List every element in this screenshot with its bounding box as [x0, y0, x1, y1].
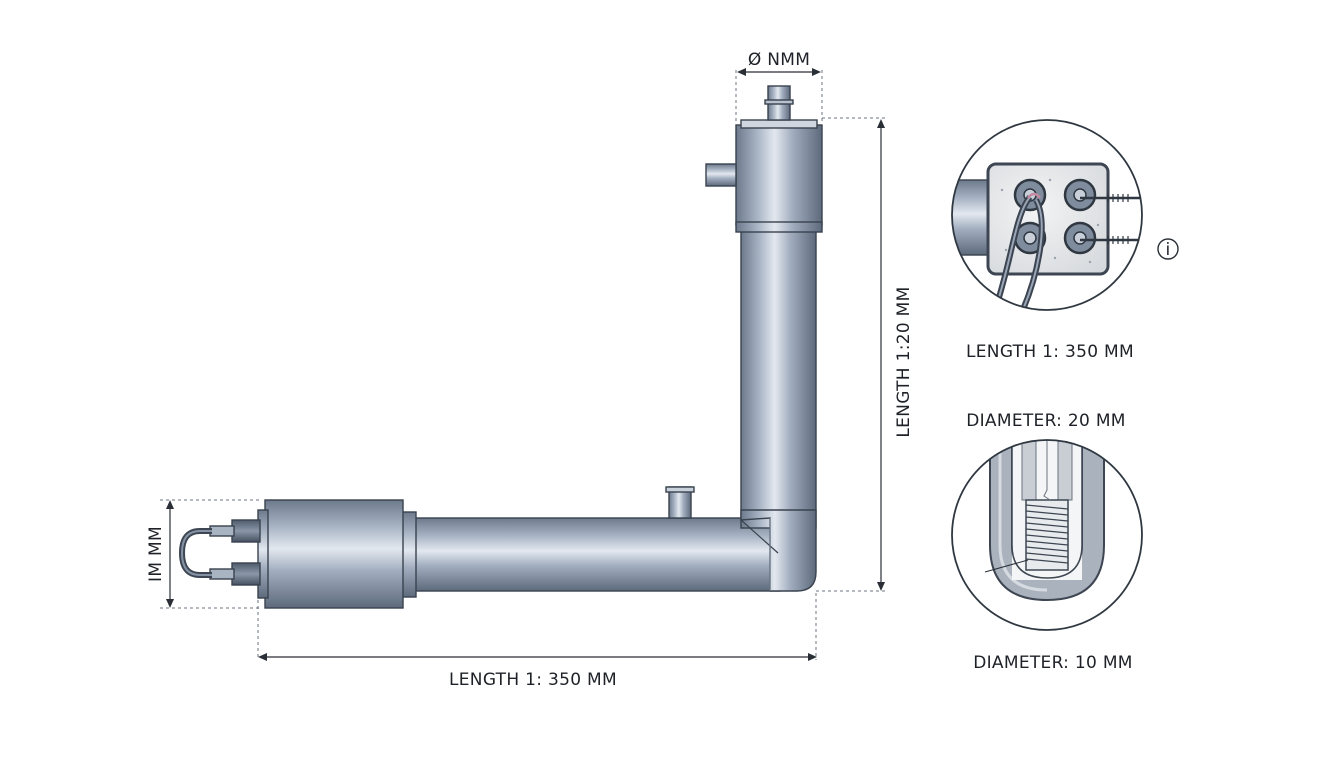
horizontal-tube — [411, 517, 781, 592]
top-diameter-label: Ø NMM — [748, 50, 810, 70]
left-terminal-lower — [231, 562, 261, 586]
diameter-lower-label: DIAMETER: 10 MM — [973, 653, 1133, 673]
left-terminal-upper — [231, 519, 261, 543]
top-housing — [735, 124, 823, 226]
u-bend-detail-view — [951, 439, 1143, 631]
terminal-view-label: LENGTH 1: 350 MM — [966, 342, 1134, 362]
left-flange — [401, 511, 417, 598]
vertical-length-label: LENGTH 1:20 MM — [894, 286, 914, 437]
terminal-post-4 — [1063, 221, 1097, 255]
dimension-lines: Ø NMM LENGTH 1:20 MM LENGTH 1: 350 MM IM… — [146, 50, 914, 690]
bottom-length-label: LENGTH 1: 350 MM — [449, 670, 617, 690]
info-marker-label: i — [1165, 240, 1170, 260]
side-port — [705, 163, 737, 187]
pipe-elbow — [740, 509, 817, 592]
heating-coil — [1025, 499, 1069, 571]
vertical-tube — [740, 227, 817, 529]
info-circle-icon[interactable]: i — [1157, 238, 1179, 260]
heater-pipe-assembly — [178, 85, 823, 609]
terminal-plate — [986, 162, 1110, 276]
diameter-upper-label: DIAMETER: 20 MM — [966, 411, 1126, 431]
left-housing — [264, 499, 404, 609]
terminal-post-2 — [1063, 178, 1097, 212]
left-height-label: IM MM — [146, 526, 166, 582]
terminal-detail-view — [951, 119, 1143, 311]
